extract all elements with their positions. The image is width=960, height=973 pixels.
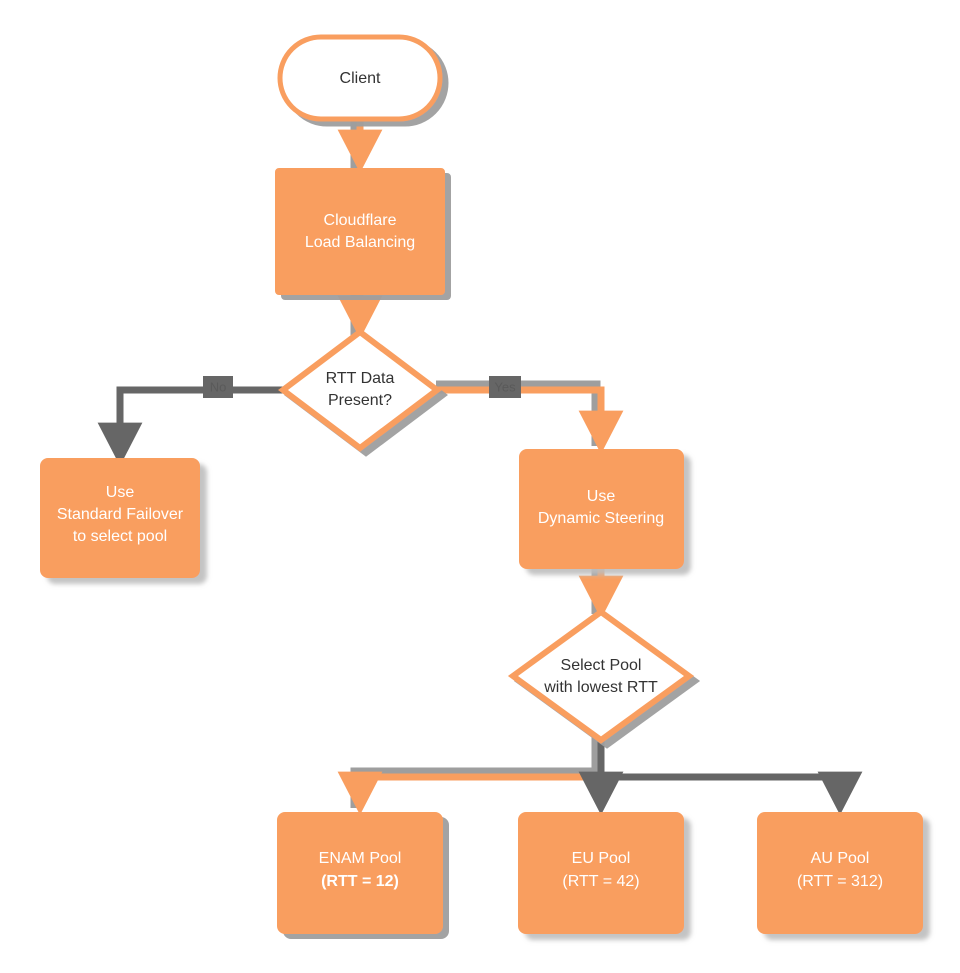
node-standard-failover-label-line1: Use — [106, 484, 135, 501]
node-au-pool[interactable]: AU Pool (RTT = 312) — [757, 812, 923, 934]
edge-dynamic-steering-to-select-pool — [578, 569, 624, 620]
node-enam-pool[interactable]: ENAM Pool (RTT = 12) — [277, 812, 443, 934]
edge-rtt-decision-to-standard-failover — [97, 386, 284, 467]
edge-label-no: No — [203, 376, 233, 398]
node-rtt-decision-label-line1: RTT Data — [326, 370, 395, 387]
node-standard-failover[interactable]: Use Standard Failover to select pool — [40, 458, 200, 578]
node-cloudflare-label-line1: Cloudflare — [324, 212, 397, 229]
node-dynamic-steering-label-line1: Use — [587, 488, 616, 505]
node-enam-pool-label-line2: (RTT = 12) — [321, 873, 399, 890]
node-standard-failover-label-line2: Standard Failover — [57, 506, 184, 523]
node-cloudflare-load-balancing[interactable]: Cloudflare Load Balancing — [275, 168, 445, 295]
node-dynamic-steering-label-line2: Dynamic Steering — [538, 510, 664, 527]
node-au-pool-label-line2: (RTT = 312) — [797, 873, 883, 890]
edge-client-to-cloudflare — [337, 119, 383, 174]
node-enam-pool-label-line1: ENAM Pool — [319, 850, 402, 867]
edge-label-yes: Yes — [489, 376, 521, 398]
node-rtt-data-present-decision[interactable]: RTT Data Present? — [278, 328, 442, 452]
node-select-pool-label-line1: Select Pool — [561, 657, 642, 674]
node-eu-pool-label-line2: (RTT = 42) — [562, 873, 639, 890]
node-au-pool-label-line1: AU Pool — [811, 850, 870, 867]
node-eu-pool[interactable]: EU Pool (RTT = 42) — [518, 812, 684, 934]
edge-label-no-text: No — [210, 379, 227, 394]
node-select-pool-label-line2: with lowest RTT — [543, 679, 658, 696]
node-select-pool-decision[interactable]: Select Pool with lowest RTT — [507, 608, 695, 744]
edge-select-pool-to-enam-pool — [337, 735, 605, 816]
node-client-label: Client — [340, 70, 381, 87]
node-rtt-decision-label-line2: Present? — [328, 392, 392, 409]
edge-label-yes-text: Yes — [494, 379, 516, 394]
node-eu-pool-label-line1: EU Pool — [572, 850, 631, 867]
node-dynamic-steering[interactable]: Use Dynamic Steering — [519, 449, 684, 569]
edge-select-pool-to-au-pool — [601, 771, 863, 816]
node-standard-failover-label-line3: to select pool — [73, 528, 167, 545]
edge-cloudflare-to-rtt-decision — [337, 294, 383, 340]
node-client[interactable]: Client — [277, 34, 443, 122]
node-cloudflare-label-line2: Load Balancing — [305, 234, 415, 251]
